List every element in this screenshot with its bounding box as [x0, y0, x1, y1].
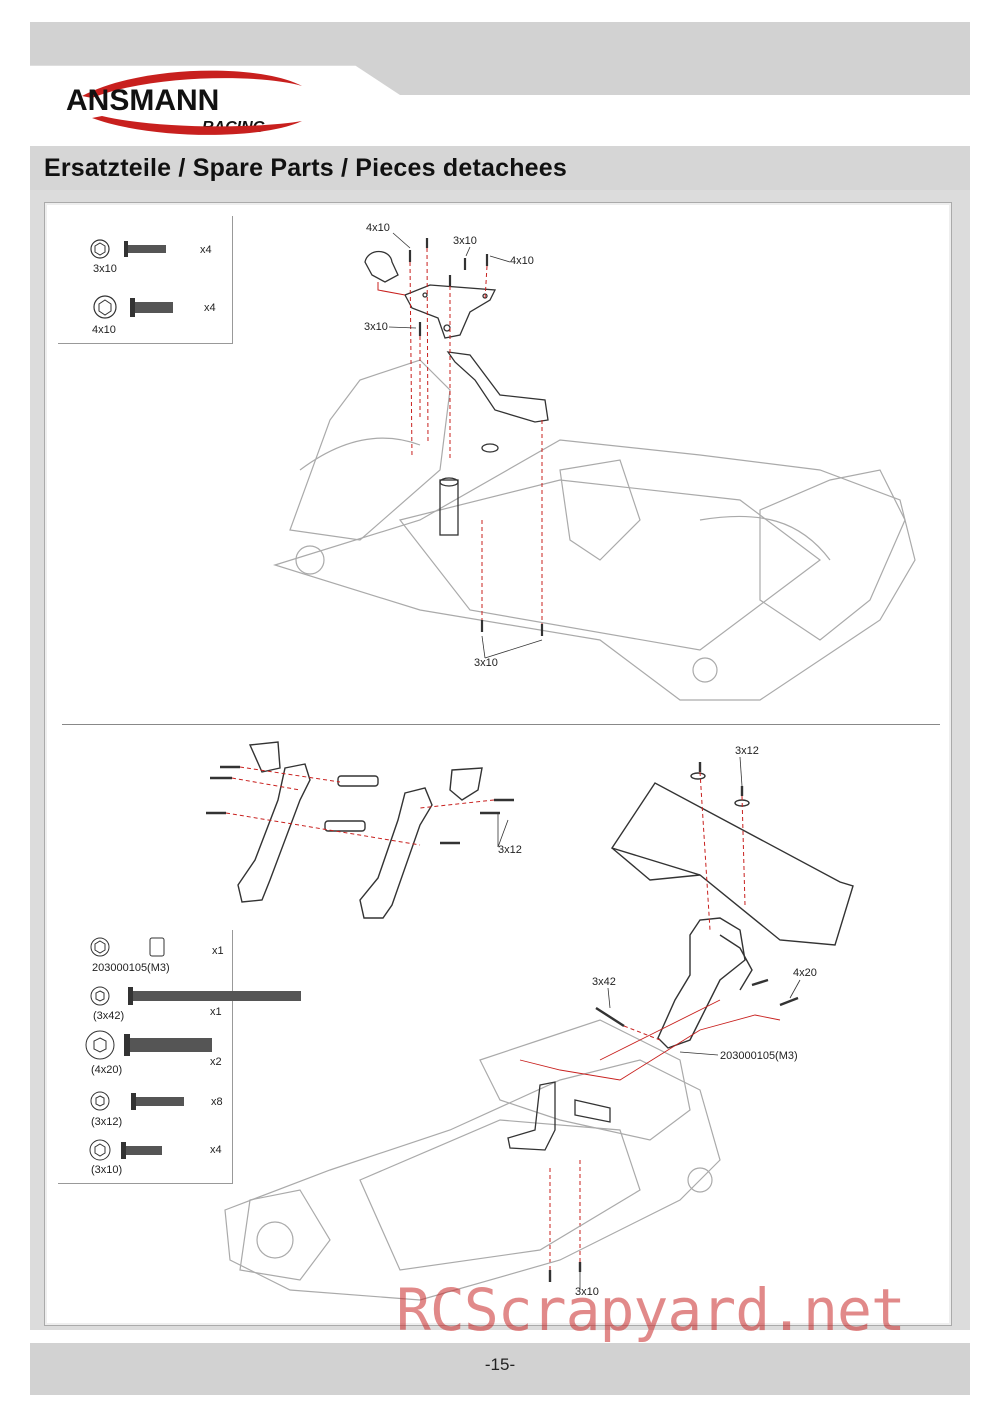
title-bar [30, 146, 970, 191]
svg-text:ANSMANN: ANSMANN [66, 84, 219, 117]
part-qty-label: x1 [210, 1006, 222, 1018]
callout-label: 4x20 [793, 967, 817, 979]
callout-label: 3x42 [592, 976, 616, 988]
part-size-label: (4x20) [91, 1064, 123, 1076]
part-qty-label: x1 [212, 945, 224, 957]
part-size-label: (3x10) [91, 1164, 123, 1176]
part-size-label: 4x10 [92, 324, 116, 336]
callout-label: 4x10 [366, 222, 390, 234]
part-qty-label: x8 [211, 1096, 223, 1108]
callout-label: 3x10 [364, 321, 388, 333]
callout-label: 3x12 [735, 745, 759, 757]
part-qty-label: x2 [210, 1056, 222, 1068]
ansmann-racing-logo: ANSMANN RACING [66, 70, 302, 136]
part-size-label: 203000105(M3) [92, 962, 170, 974]
part-size-label: 3x10 [93, 263, 117, 275]
callout-label: 4x10 [510, 255, 534, 267]
part-size-label: (3x12) [91, 1116, 123, 1128]
page-number: -15- [484, 1355, 516, 1374]
footer-bar [30, 1343, 970, 1395]
watermark: RCScrapyard.net [396, 1276, 906, 1344]
part-size-label: (3x42) [93, 1010, 125, 1022]
part-qty-label: x4 [200, 244, 212, 256]
page-title: Ersatzteile / Spare Parts / Pieces detac… [44, 154, 567, 182]
section-divider [62, 724, 940, 725]
callout-label: 3x12 [498, 844, 522, 856]
callout-label: 3x10 [575, 1286, 599, 1298]
content-sheet [44, 202, 952, 1326]
callout-label: 203000105(M3) [720, 1050, 798, 1062]
callout-label: 3x10 [474, 657, 498, 669]
part-qty-label: x4 [210, 1144, 222, 1156]
parts-list-box-2 [58, 930, 233, 1184]
parts-list-box-1 [58, 216, 233, 344]
part-qty-label: x4 [204, 302, 216, 314]
callout-label: 3x10 [453, 235, 477, 247]
